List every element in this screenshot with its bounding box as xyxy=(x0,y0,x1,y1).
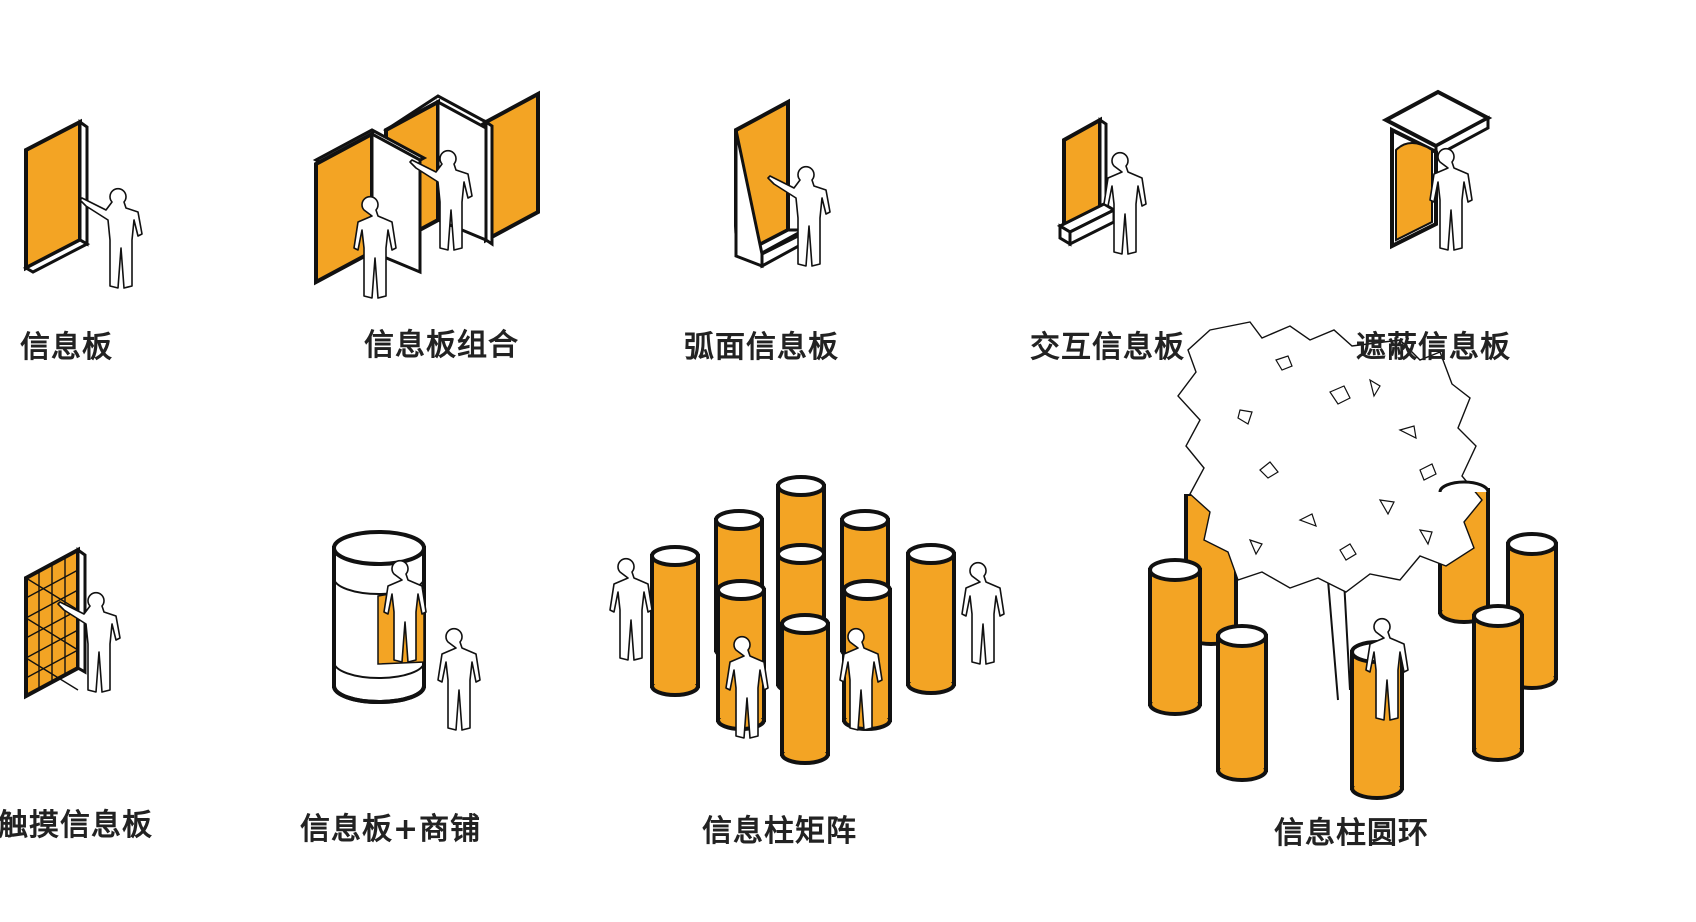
column-matrix-drawing xyxy=(650,475,956,765)
caption-info-board-shop: 信息板+商铺 xyxy=(300,812,482,847)
caption-info-board: 信息板 xyxy=(20,330,113,365)
person-figure xyxy=(961,561,1005,665)
column-ring-drawing xyxy=(1148,488,1558,800)
tree-canopy xyxy=(1177,321,1483,593)
caption-shelter-info-board: 遮蔽信息板 xyxy=(1356,330,1511,365)
caption-column-matrix: 信息柱矩阵 xyxy=(702,814,857,849)
info-board-shop-drawing xyxy=(332,530,481,731)
info-board-combo-drawing xyxy=(312,90,540,299)
curved-info-board-drawing xyxy=(734,98,831,269)
shelter-info-board-drawing xyxy=(1381,89,1493,251)
interactive-info-board-drawing xyxy=(1056,116,1147,255)
caption-interactive-info-board: 交互信息板 xyxy=(1030,330,1185,365)
person-figure xyxy=(609,557,653,661)
info-board-drawing xyxy=(22,118,143,289)
caption-curved-info-board: 弧面信息板 xyxy=(684,330,839,365)
caption-column-ring: 信息柱圆环 xyxy=(1274,816,1429,851)
caption-info-board-combo: 信息板组合 xyxy=(364,328,519,363)
touch-info-board-drawing xyxy=(24,546,121,700)
tree-leaf-marks xyxy=(1237,355,1437,561)
caption-touch-info-board: 触摸信息板 xyxy=(0,808,153,843)
